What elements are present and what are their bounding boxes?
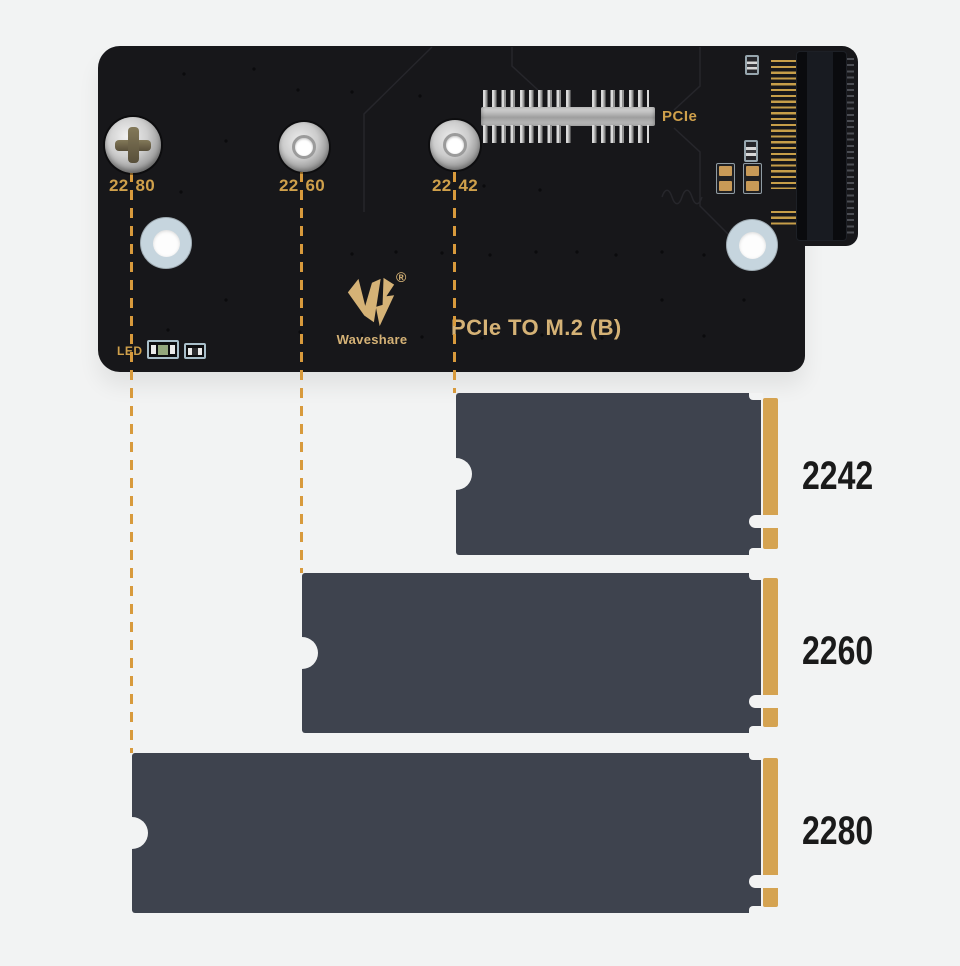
ssd-edge-connector — [763, 398, 778, 549]
ssd-outline-2242 — [440, 393, 778, 555]
led-label: LED — [117, 344, 143, 358]
ssd-mount-notch — [116, 817, 148, 849]
ssd-outline-2260 — [286, 573, 778, 733]
smd-component — [744, 140, 758, 162]
ssd-outline-2280 — [116, 753, 778, 913]
silk-label-2242: 22 42 — [412, 176, 498, 196]
screw-2280-position — [105, 117, 161, 173]
ssd-edge-step-top — [749, 393, 763, 400]
registered-trademark: ® — [396, 269, 407, 285]
ssd-key-notch — [749, 695, 778, 708]
guide-line-2242 — [453, 172, 456, 393]
ssd-edge-step-top — [749, 753, 763, 760]
ssd-mount-notch — [440, 458, 472, 490]
ssd-edge-step-bottom — [749, 726, 763, 733]
ssd-body — [302, 573, 761, 733]
ssd-edge-connector — [763, 578, 778, 727]
ssd-edge-step-bottom — [749, 548, 763, 555]
ssd-size-label-2280: 2280 — [802, 809, 874, 853]
standoff-2242-position — [430, 120, 480, 170]
silk-label-2280-prefix: 22 — [108, 176, 129, 195]
ssd-size-label-2242: 2242 — [802, 454, 874, 498]
m2-socket-side-pads — [847, 58, 854, 236]
mounting-hole-right — [726, 219, 778, 271]
smd-pads — [743, 163, 762, 194]
silk-label-2260-suffix: 60 — [305, 176, 326, 195]
ssd-key-notch — [749, 875, 778, 888]
pcie-solder-pins-bottom-left — [483, 125, 574, 143]
silk-label-2260-prefix: 22 — [278, 176, 299, 195]
silk-label-2260: 22 60 — [259, 176, 345, 196]
guide-line-2260 — [300, 172, 303, 573]
ssd-edge-connector — [763, 758, 778, 907]
ssd-size-label-2260: 2260 — [802, 629, 874, 673]
ssd-body — [456, 393, 761, 555]
mounting-hole-left — [140, 217, 192, 269]
led-resistor — [184, 343, 206, 359]
silk-label-2242-suffix: 42 — [458, 176, 479, 195]
ssd-edge-step-bottom — [749, 906, 763, 913]
guide-line-2280 — [130, 172, 133, 753]
pcie-solder-pins-top-left — [483, 90, 574, 108]
ssd-key-notch — [749, 515, 778, 528]
waveshare-logo-icon — [347, 277, 395, 327]
silk-label-2280-suffix: 80 — [135, 176, 156, 195]
pcie-connector-pad-strip — [481, 107, 655, 126]
product-title: PCIe TO M.2 (B) — [451, 315, 622, 340]
standoff-2260-position — [279, 122, 329, 172]
smd-component — [745, 55, 759, 75]
pcie-solder-pins-bottom-right — [592, 125, 649, 143]
ssd-body — [132, 753, 761, 913]
m2-socket — [797, 52, 846, 240]
pcie-solder-pins-top-right — [592, 90, 649, 108]
ssd-mount-notch — [286, 637, 318, 669]
ssd-edge-step-top — [749, 573, 763, 580]
m2-socket-key-gap — [769, 189, 799, 211]
brand-name: Waveshare — [336, 332, 408, 347]
silk-label-2242-prefix: 22 — [431, 176, 452, 195]
led-indicator — [147, 340, 179, 359]
smd-pads — [716, 163, 735, 194]
pcie-port-label: PCIe — [662, 108, 698, 125]
silk-label-2280: 22 80 — [89, 176, 175, 196]
